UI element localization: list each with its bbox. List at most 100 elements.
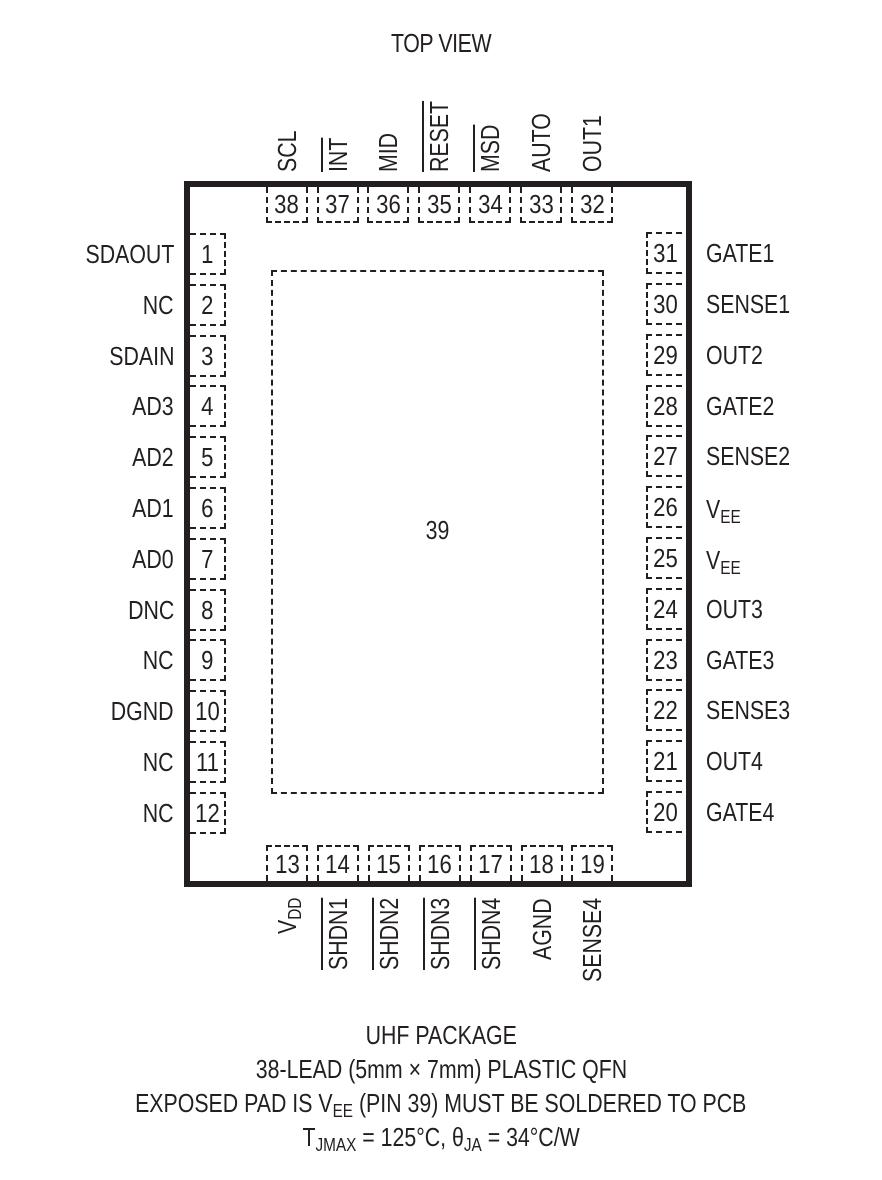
pin-pad-31: 31 (646, 232, 682, 275)
pin-pad-27: 27 (646, 435, 682, 478)
pin-pad-19: 19 (571, 845, 614, 881)
pin-number: 18 (529, 849, 554, 879)
pin-number: 11 (195, 747, 219, 777)
pin-number: 31 (652, 238, 678, 269)
pin-number: 7 (200, 543, 214, 574)
pin-label-34: MSD (475, 124, 506, 172)
pin-label-21: OUT4 (706, 748, 775, 774)
pin-name-text: SHDN4 (475, 897, 506, 971)
pin-name-text: NC (143, 289, 174, 320)
pin-label-9: NC (136, 647, 174, 673)
pin-pad-8: 8 (190, 588, 226, 631)
pin-label-7: AD0 (123, 546, 174, 572)
pin-number: 20 (652, 797, 678, 827)
pin-label-11: NC (136, 749, 174, 775)
pin-number: 16 (427, 849, 452, 879)
pin-number: 27 (652, 441, 678, 472)
pin-number: 10 (194, 696, 220, 727)
pin-pad-21: 21 (646, 740, 682, 783)
pin-pad-33: 33 (520, 187, 563, 223)
pin-label-4: AD3 (123, 393, 174, 419)
pin-label-3: SDAIN (95, 343, 174, 369)
pin-label-37: INT (323, 138, 353, 172)
pin-label-28: GATE2 (706, 393, 789, 419)
pin-label-27: SENSE2 (706, 443, 809, 469)
pin-name-text: SENSE3 (706, 695, 791, 726)
pin-number: 35 (426, 189, 452, 219)
pin-name-text: GATE4 (706, 797, 775, 827)
pin-label-31: GATE1 (706, 240, 789, 266)
pin-name-text: OUT1 (577, 115, 607, 172)
pin-name-text: SDAIN (108, 340, 174, 371)
pin-pad-23: 23 (646, 638, 682, 681)
pin-name-text: MSD (475, 124, 506, 172)
pin-label-14: SHDN1 (323, 898, 353, 970)
pin-name-text: OUT4 (706, 746, 763, 777)
pin-label-10: DGND (97, 698, 174, 724)
package-outline (184, 181, 692, 887)
pin-pad-30: 30 (646, 283, 682, 325)
pin-pad-10: 10 (190, 690, 226, 733)
pin-label-26: VEE (706, 496, 748, 526)
pin-label-18: AGND (527, 898, 557, 960)
package-name: UHF PACKAGE (365, 1020, 517, 1050)
pin-pad-11: 11 (190, 741, 226, 783)
thermal-spec: TJMAX = 125°C, θJA = 34°C/W (302, 1122, 580, 1156)
pin-label-22: SENSE3 (706, 697, 809, 723)
pin-label-17: SHDN4 (475, 897, 506, 971)
pin-pad-38: 38 (265, 187, 308, 223)
pin-name-subscript: EE (720, 557, 741, 579)
pin-pad-36: 36 (367, 187, 410, 223)
pin-name-text: NC (143, 747, 174, 777)
pin-pad-9: 9 (190, 639, 226, 682)
pin-name-text: DNC (127, 594, 174, 625)
pin-pad-2: 2 (190, 283, 226, 326)
pin-label-24: OUT3 (706, 596, 775, 622)
pin-number: 19 (580, 849, 605, 879)
pin-number: 25 (652, 543, 678, 573)
pin-pad-22: 22 (646, 689, 682, 732)
pin-pad-28: 28 (646, 384, 682, 427)
pin-pad-26: 26 (646, 486, 682, 529)
pin-name-text: DGND (111, 696, 174, 727)
pin-number: 8 (200, 594, 214, 625)
pin-name-text: SDAOUT (85, 239, 174, 269)
pin-name-text: RESET (424, 100, 455, 172)
pin-label-15: SHDN2 (374, 898, 404, 970)
pin-number: 17 (478, 849, 503, 879)
pin-label-33: AUTO (526, 113, 556, 172)
pin-pad-35: 35 (418, 187, 461, 223)
pin-label-16: SHDN3 (424, 897, 455, 971)
pin-pad-16: 16 (418, 845, 461, 881)
pin-label-2: NC (136, 292, 174, 318)
pin-number: 1 (200, 239, 214, 269)
pin-pad-20: 20 (646, 791, 682, 833)
pin-pad-37: 37 (316, 187, 359, 223)
pin-label-20: GATE4 (706, 799, 789, 825)
pin-name-text: GATE3 (706, 644, 775, 675)
pin-number: 33 (528, 189, 554, 219)
pin-pad-14: 14 (316, 845, 359, 881)
pin-name-text: AD2 (132, 442, 174, 473)
pin-pad-5: 5 (190, 436, 226, 479)
pin-pad-32: 32 (571, 187, 613, 223)
pin-name-text: SENSE1 (706, 289, 791, 319)
pin-number: 14 (325, 849, 351, 879)
exposed-pad-note: EXPOSED PAD IS VEE (PIN 39) MUST BE SOLD… (135, 1088, 747, 1122)
pin-label-6: AD1 (123, 495, 174, 521)
pin-name-text: SHDN3 (424, 897, 455, 971)
pin-name-text: AD3 (132, 391, 174, 422)
package-lead-description: 38-LEAD (5mm × 7mm) PLASTIC QFN (255, 1054, 627, 1084)
pin-number: 24 (652, 593, 678, 624)
pin-number: 32 (579, 189, 605, 219)
pin-label-13: VDD (272, 898, 305, 934)
pin-name-text: MID (373, 132, 404, 172)
pin-pad-7: 7 (190, 537, 226, 580)
pin-pad-15: 15 (367, 845, 410, 881)
pin-number: 37 (325, 189, 350, 219)
pin-pad-3: 3 (190, 334, 226, 377)
pin-label-23: GATE3 (706, 647, 789, 673)
pin-label-35: RESET (424, 100, 455, 172)
pin-number: 3 (200, 340, 214, 371)
pin-name-text: OUT2 (706, 339, 763, 370)
